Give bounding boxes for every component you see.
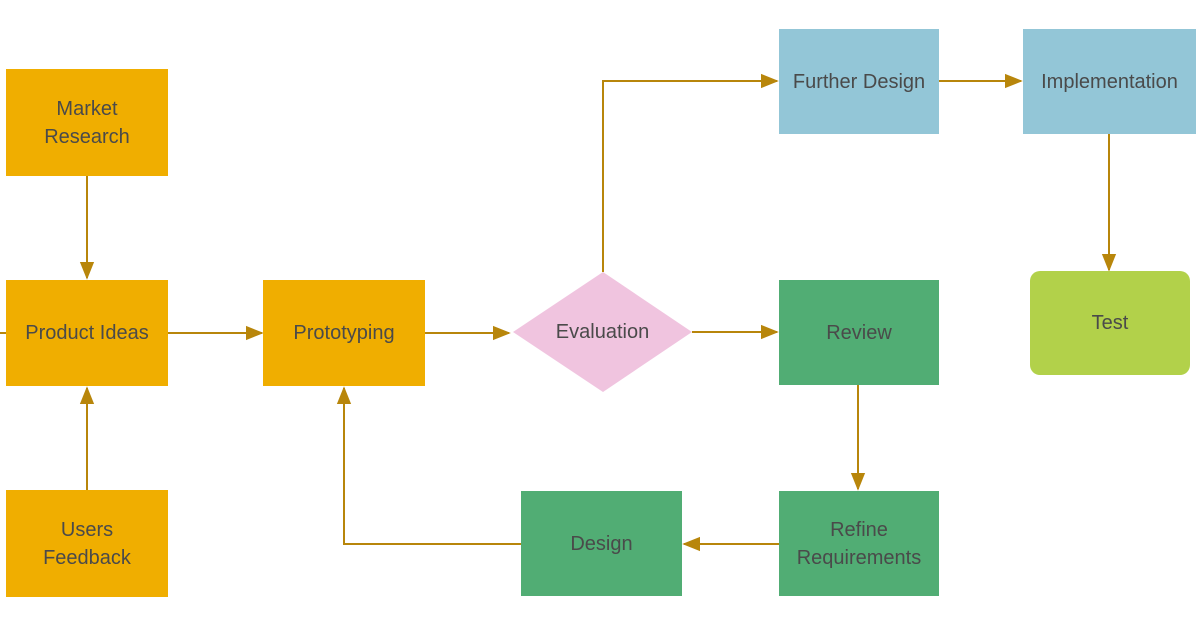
node-market-research-label: Market Research <box>44 97 130 148</box>
node-design-label: Design <box>570 532 633 555</box>
node-users-feedback[interactable]: Users Feedback <box>6 490 168 597</box>
node-prototyping[interactable]: Prototyping <box>263 280 425 386</box>
node-further-design-label: Further Design <box>792 70 926 93</box>
node-design[interactable]: Design <box>521 491 682 596</box>
node-evaluation-label: Evaluation <box>555 320 650 343</box>
node-test-label: Test <box>1091 312 1129 334</box>
node-users-feedback-label: Users Feedback <box>43 518 131 569</box>
edge-design-to-prototyping <box>336 386 521 545</box>
node-prototyping-label: Prototyping <box>293 322 395 344</box>
node-refine-requirements[interactable]: Refine Requirements <box>779 491 939 596</box>
node-test[interactable]: Test <box>1030 271 1190 375</box>
evaluation-diamond[interactable] <box>513 272 692 392</box>
node-product-ideas[interactable]: Product Ideas <box>6 280 168 386</box>
edge-evaluation-to-further-design <box>602 73 779 272</box>
node-implementation[interactable]: Implementation <box>1023 29 1196 134</box>
node-refine-requirements-label: Refine Requirements <box>796 518 922 569</box>
node-further-design[interactable]: Further Design <box>779 29 939 134</box>
node-implementation-label: Implementation <box>1041 70 1178 93</box>
node-market-research[interactable]: Market Research <box>6 69 168 176</box>
node-evaluation[interactable]: Evaluation <box>513 302 692 362</box>
node-review[interactable]: Review <box>779 280 939 385</box>
node-product-ideas-label: Product Ideas <box>25 322 149 344</box>
node-review-label: Review <box>826 321 892 344</box>
